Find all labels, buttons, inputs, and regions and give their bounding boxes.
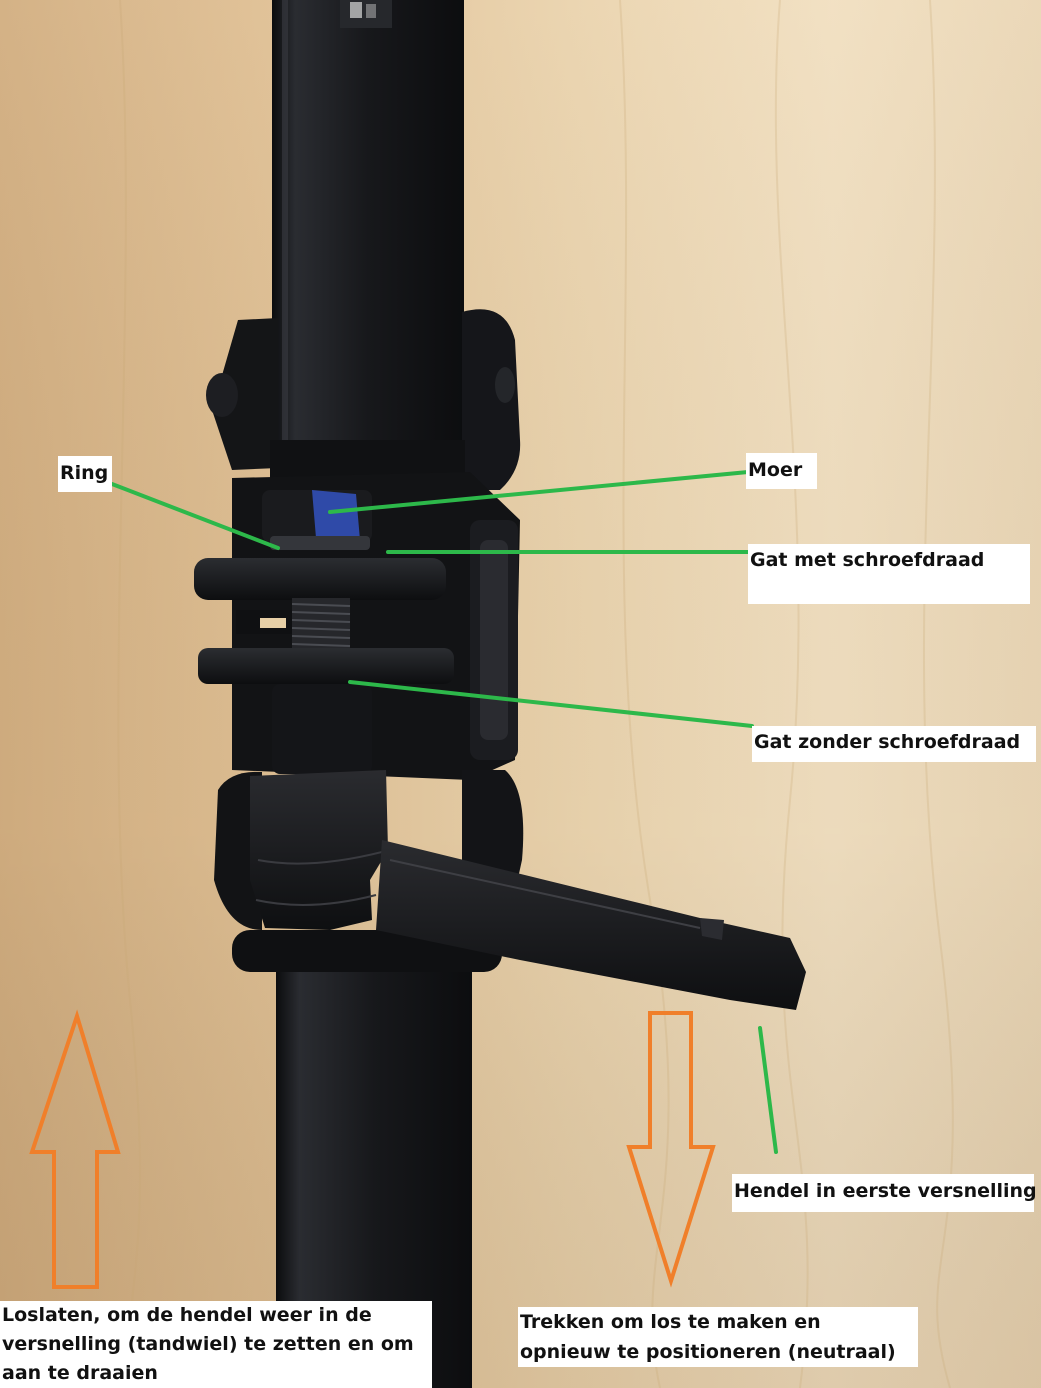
lever-handle bbox=[214, 770, 806, 1010]
pointer-lines bbox=[110, 470, 778, 1154]
label-moer: Moer bbox=[746, 453, 817, 489]
bolt-assembly bbox=[194, 490, 454, 774]
label-ring: Ring bbox=[58, 456, 112, 492]
label-trekken: Trekken om los te maken en opnieuw te po… bbox=[518, 1307, 918, 1367]
label-loslaten: Loslaten, om de hendel weer in de versne… bbox=[0, 1301, 432, 1388]
label-gat-zonder-schroefdraad: Gat zonder schroefdraad bbox=[752, 726, 1036, 762]
pointer-moer bbox=[328, 470, 750, 514]
label-hendel: Hendel in eerste versnelling bbox=[732, 1174, 1037, 1212]
pointer-hendel bbox=[758, 1026, 778, 1154]
arrow-down-icon bbox=[626, 1011, 716, 1288]
upper-hinge bbox=[206, 309, 521, 490]
pointer-gat-zonder bbox=[348, 680, 754, 728]
nut-tape bbox=[312, 490, 360, 540]
arrow-up-icon bbox=[29, 1009, 121, 1289]
pointer-ring bbox=[110, 482, 280, 550]
label-gat-met-schroefdraad: Gat met schroefdraad bbox=[748, 544, 1030, 604]
